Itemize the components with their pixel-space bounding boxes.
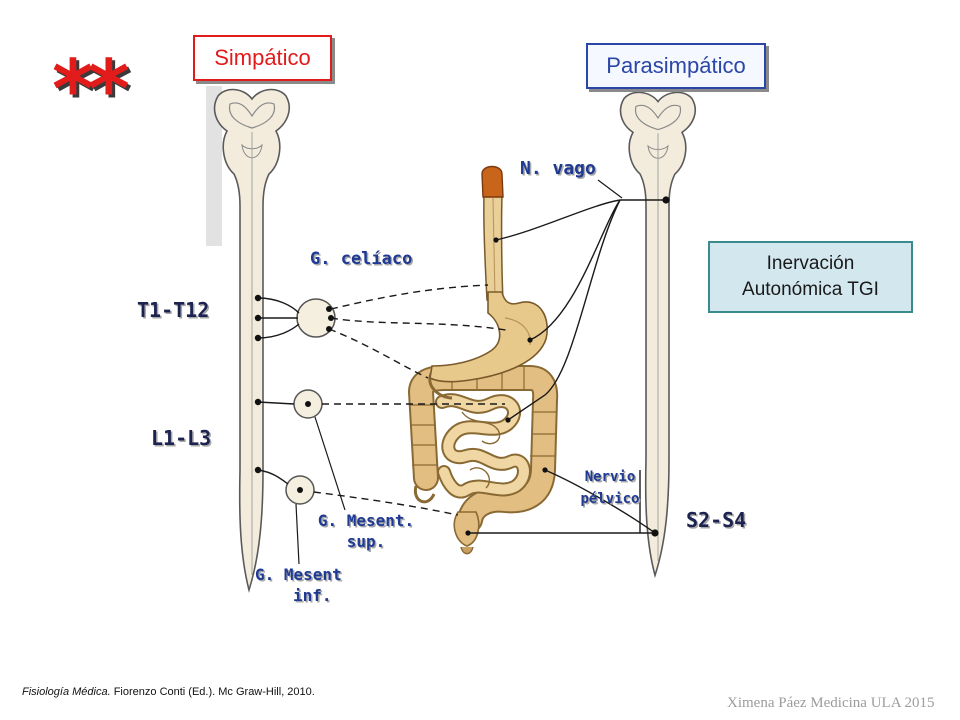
vagus-nucleus-dot bbox=[662, 196, 670, 204]
vagus-nerve-label: N. vago bbox=[520, 158, 596, 179]
neuron-dots bbox=[254, 196, 670, 537]
cord-neuron-dot bbox=[254, 466, 262, 474]
sympathetic-title: Simpático bbox=[214, 45, 311, 70]
cord-neuron-dot bbox=[254, 314, 262, 322]
preganglionic-fiber-5 bbox=[257, 469, 289, 485]
ganglion-neuron-dot bbox=[305, 401, 311, 407]
nerve-ending-dot bbox=[505, 417, 511, 423]
sympathetic-title-box: Simpático bbox=[193, 35, 332, 81]
citation: Fisiología Médica. Fiorenzo Conti (Ed.).… bbox=[22, 686, 315, 698]
pelvic-nerve-label-line2: pélvico bbox=[580, 491, 640, 507]
anus bbox=[460, 546, 474, 555]
inf-mesenteric-label: G. Mesent inf. bbox=[255, 564, 343, 606]
thoracic-segments-label: T1-T12 bbox=[137, 298, 210, 322]
vagus-pointer bbox=[597, 179, 623, 199]
inf-mesenteric-label-line1: G. Mesent bbox=[255, 565, 342, 584]
sup-mesenteric-pointer bbox=[314, 416, 346, 511]
inf-mesenteric-pointer bbox=[295, 503, 300, 565]
postganglionic-celiac-stomach bbox=[330, 317, 507, 331]
ganglion-neuron-dot bbox=[326, 326, 332, 332]
info-box-line1: Inervación bbox=[766, 253, 855, 274]
nerve-ending-dot bbox=[542, 467, 548, 473]
lumbar-segments-label: L1-L3 bbox=[151, 426, 212, 450]
preganglionic-fiber-3 bbox=[257, 323, 300, 339]
colon bbox=[409, 367, 557, 531]
sympathetic-preganglionic-fibers bbox=[257, 297, 300, 485]
esophagus-line bbox=[492, 197, 496, 299]
label-pointers bbox=[295, 179, 623, 565]
ganglion-neuron-dot bbox=[328, 315, 334, 321]
gi-tract bbox=[407, 165, 559, 555]
cord-neuron-dot bbox=[254, 294, 262, 302]
cord-neuron-dot bbox=[254, 398, 262, 406]
celiac-ganglion-label: G. celíaco bbox=[310, 249, 413, 269]
vagus-intestine-branch bbox=[507, 199, 621, 421]
citation-details: Fiorenzo Conti (Ed.). Mc Graw-Hill, 2010… bbox=[110, 686, 315, 698]
sup-mesenteric-label-line2: sup. bbox=[346, 532, 386, 551]
postganglionic-celiac-duodenum bbox=[328, 328, 429, 379]
postganglionic-celiac-esophagus bbox=[330, 284, 489, 310]
ganglion-neuron-dot bbox=[326, 306, 332, 312]
postganglionic-inf-mesenteric bbox=[313, 491, 459, 516]
pelvic-nerve-label-line1: Nervio bbox=[584, 469, 636, 485]
scan-shading bbox=[206, 86, 222, 246]
sacral-neuron-dot bbox=[651, 529, 659, 537]
pelvic-colon-branch bbox=[544, 469, 656, 534]
cord-neuron-dot bbox=[254, 334, 262, 342]
parasympathetic-title: Parasimpático bbox=[606, 53, 746, 78]
preganglionic-fiber-4 bbox=[257, 401, 295, 405]
sympathetic-spinal-cord bbox=[213, 88, 291, 591]
pharynx-tip bbox=[481, 165, 504, 198]
parasympathetic-title-box: Parasimpático bbox=[586, 43, 766, 89]
nerve-ending-dot bbox=[527, 337, 533, 343]
small-intestine-coils bbox=[461, 411, 501, 489]
inf-mesenteric-label-line2: inf. bbox=[293, 586, 332, 605]
preganglionic-fiber-1 bbox=[257, 297, 300, 314]
sympathetic-postganglionic-fibers bbox=[313, 284, 507, 516]
pelvic-nerve-label: Nervio pélvico bbox=[576, 466, 644, 510]
nerve-ending-dot bbox=[465, 530, 471, 536]
author-credit: Ximena Páez Medicina ULA 2015 bbox=[727, 695, 935, 711]
info-box: Inervación Autonómica TGI bbox=[708, 241, 913, 313]
small-intestine bbox=[437, 395, 529, 497]
parasympathetic-fibers bbox=[468, 199, 666, 534]
citation-title: Fisiología Médica. bbox=[22, 686, 111, 698]
cecum-appendix bbox=[413, 485, 436, 504]
sacral-segments-label: S2-S4 bbox=[686, 508, 747, 532]
stomach bbox=[429, 291, 548, 383]
sup-mesenteric-label: G. Mesent. sup. bbox=[314, 510, 418, 552]
asterisk-mark: ** bbox=[52, 43, 130, 136]
nerve-ending-dot bbox=[493, 237, 499, 243]
vagus-esophagus-branch bbox=[495, 199, 621, 241]
ganglion-neuron-dot bbox=[297, 487, 303, 493]
vagus-stomach-branch bbox=[529, 199, 621, 341]
sup-mesenteric-label-line1: G. Mesent. bbox=[317, 511, 415, 530]
rectum bbox=[453, 511, 480, 547]
info-box-line2: Autonómica TGI bbox=[742, 279, 879, 300]
